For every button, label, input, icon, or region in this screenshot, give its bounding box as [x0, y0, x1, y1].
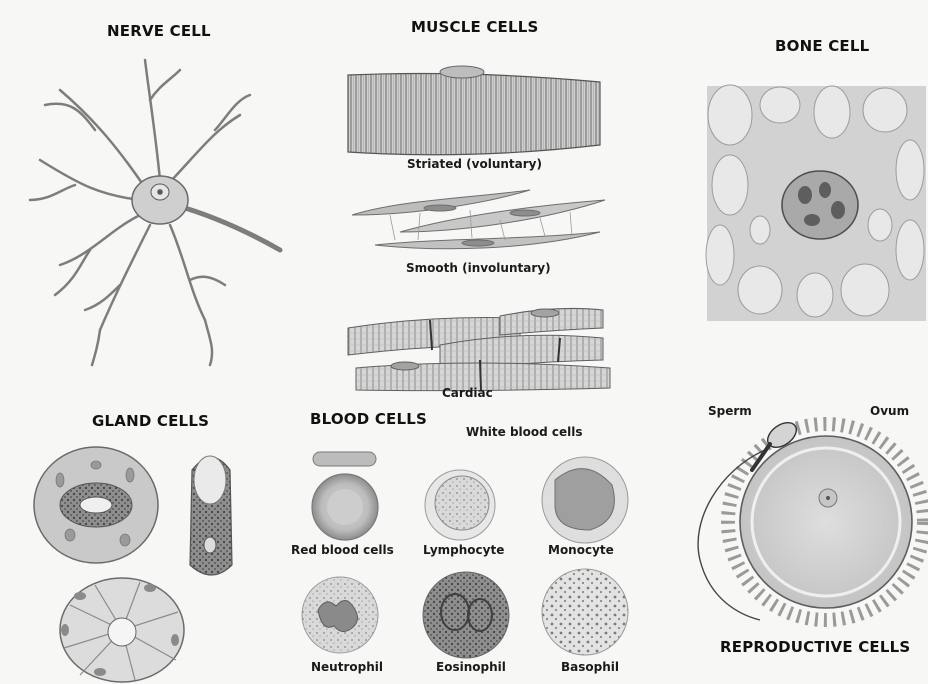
cardiac-label: Cardiac: [442, 386, 493, 400]
smooth-muscle-illustration: [352, 190, 605, 249]
eosinophil-label: Eosinophil: [436, 660, 506, 674]
red-blood-cell-side-illustration: [313, 452, 376, 466]
white-blood-cells-label: White blood cells: [466, 425, 583, 439]
blood-cells-title: BLOOD CELLS: [310, 410, 427, 428]
muscle-cells-title: MUSCLE CELLS: [411, 18, 539, 36]
bone-cell-title: BONE CELL: [775, 37, 869, 55]
red-blood-cell-illustration: [312, 474, 378, 540]
nerve-cell-title: NERVE CELL: [107, 22, 211, 40]
red-blood-cells-label: Red blood cells: [291, 543, 394, 557]
sperm-label: Sperm: [708, 404, 752, 418]
striated-label: Striated (voluntary): [407, 157, 542, 171]
lymphocyte-label: Lymphocyte: [423, 543, 504, 557]
basophil-illustration: [542, 569, 628, 655]
striated-muscle-illustration: [348, 66, 600, 155]
ovum-label: Ovum: [870, 404, 909, 418]
reproductive-cells-title: REPRODUCTIVE CELLS: [720, 638, 910, 656]
neutrophil-label: Neutrophil: [311, 660, 383, 674]
smooth-label: Smooth (involuntary): [406, 261, 551, 275]
basophil-label: Basophil: [561, 660, 619, 674]
monocyte-illustration: [542, 457, 628, 543]
neutrophil-illustration: [302, 577, 378, 653]
monocyte-label: Monocyte: [548, 543, 614, 557]
gland-cells-illustration: [34, 447, 232, 682]
eosinophil-illustration: [423, 572, 509, 658]
gland-cells-title: GLAND CELLS: [92, 412, 209, 430]
lymphocyte-illustration: [425, 470, 495, 540]
bone-cell-illustration: [706, 85, 926, 321]
cardiac-muscle-illustration: [348, 308, 610, 390]
nerve-cell-illustration: [30, 60, 280, 365]
